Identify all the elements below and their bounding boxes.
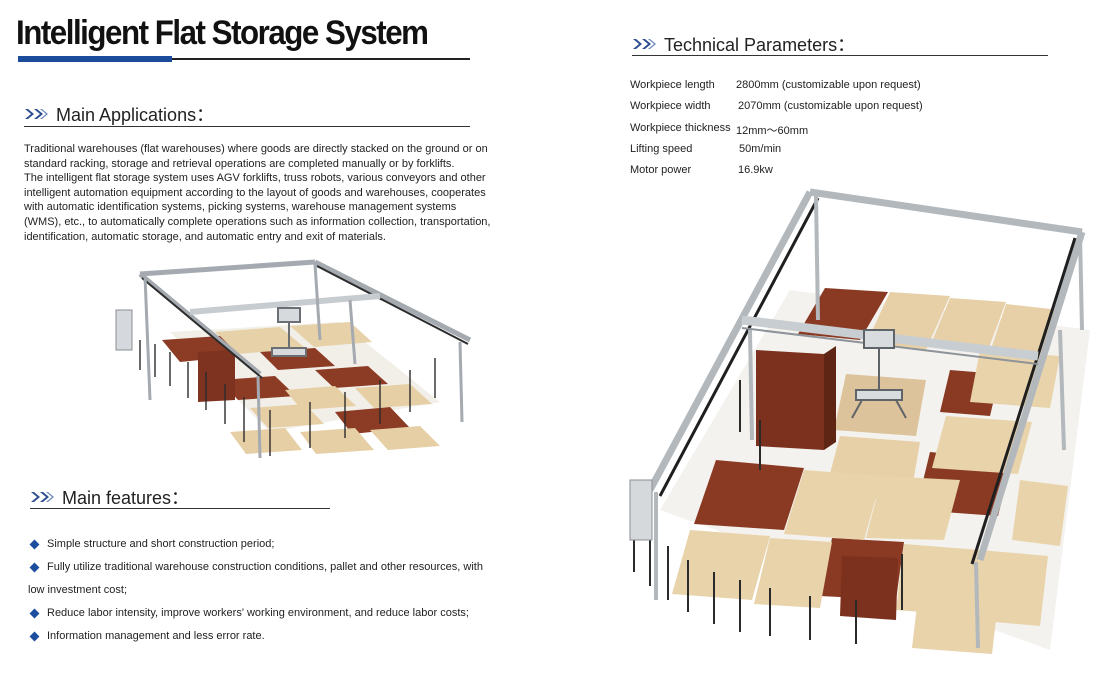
feature-text: Simple structure and short construction …	[47, 538, 275, 550]
parameter-row: Workpiece length 2800mm (customizable up…	[630, 79, 921, 91]
gantry-illustration-small	[110, 252, 480, 474]
parameter-row: Lifting speed 50m/min	[630, 143, 781, 155]
applications-text: Traditional warehouses (flat warehouses)…	[24, 142, 494, 244]
double-chevron-icon	[632, 38, 656, 50]
applications-heading: Main Applications：	[24, 101, 214, 127]
gantry-illustration-large	[620, 180, 1104, 660]
feature-item: Fully utilize traditional warehouse cons…	[28, 561, 483, 573]
feature-text: Reduce labor intensity, improve workers'…	[47, 607, 469, 619]
feature-item: Information management and less error ra…	[28, 630, 265, 642]
double-chevron-icon	[30, 491, 54, 503]
feature-item-continuation: low investment cost;	[28, 584, 127, 596]
page-title: Intelligent Flat Storage System	[16, 14, 429, 52]
applications-paragraph-2: The intelligent flat storage system uses…	[24, 172, 491, 243]
applications-heading-label: Main Applications：	[56, 105, 215, 125]
applications-rule	[24, 126, 470, 127]
title-underline	[18, 58, 470, 60]
parameter-label: Motor power	[630, 164, 692, 176]
parameter-label: Workpiece width	[630, 100, 711, 112]
parameter-row: Motor power 16.9kw	[630, 164, 773, 176]
feature-text: Information management and less error ra…	[47, 630, 265, 642]
diamond-bullet-icon	[29, 562, 40, 572]
double-chevron-icon	[24, 108, 48, 120]
parameter-label: Lifting speed	[630, 143, 693, 155]
features-rule	[30, 508, 330, 509]
parameter-value: 16.9kw	[738, 164, 773, 176]
diamond-bullet-icon	[29, 631, 40, 641]
parameter-label: Workpiece thickness	[630, 122, 731, 134]
feature-item: Simple structure and short construction …	[28, 538, 274, 550]
features-heading: Main features：	[30, 484, 189, 510]
applications-paragraph-1: Traditional warehouses (flat warehouses)…	[24, 143, 488, 170]
diamond-bullet-icon	[29, 608, 40, 618]
parameter-label: Workpiece length	[630, 79, 715, 91]
parameter-value: 2070mm (customizable upon request)	[738, 100, 923, 112]
diamond-bullet-icon	[29, 539, 40, 549]
parameter-row: Workpiece width 2070mm (customizable upo…	[630, 100, 923, 112]
parameter-value: 50m/min	[739, 143, 782, 155]
parameters-heading-label: Technical Parameters：	[664, 35, 856, 55]
parameter-value: 2800mm (customizable upon request)	[736, 79, 921, 91]
parameter-row: Workpiece thickness 12mm～60mm	[630, 122, 808, 137]
feature-text: low investment cost;	[28, 584, 128, 596]
title-underline-accent	[18, 56, 172, 62]
parameters-rule	[632, 55, 1048, 56]
parameter-value: 12mm～60mm	[736, 125, 809, 137]
parameters-heading: Technical Parameters：	[632, 31, 855, 57]
feature-item: Reduce labor intensity, improve workers'…	[28, 607, 469, 619]
feature-text: Fully utilize traditional warehouse cons…	[47, 561, 483, 573]
features-heading-label: Main features：	[62, 488, 190, 508]
